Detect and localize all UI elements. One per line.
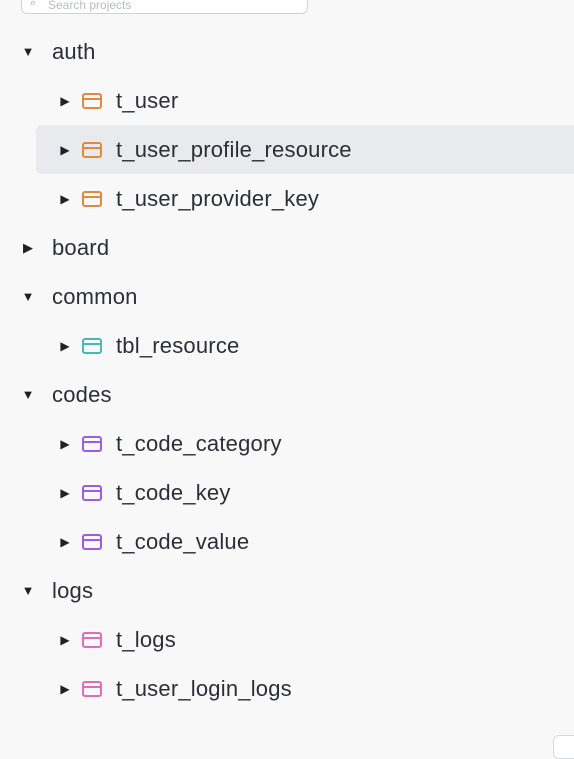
search-placeholder: Search projects xyxy=(48,0,132,12)
schema-label: logs xyxy=(52,577,94,603)
table-icon xyxy=(82,337,102,354)
schema-row-common[interactable]: ▼ common xyxy=(0,272,574,321)
search-icon: ⌕ xyxy=(30,0,37,9)
table-icon xyxy=(82,631,102,648)
table-row[interactable]: ▶ t_user xyxy=(0,76,574,125)
table-icon xyxy=(82,92,102,109)
panel-corner-button[interactable] xyxy=(553,735,574,759)
caret-right-icon[interactable]: ▶ xyxy=(60,534,70,549)
table-row[interactable]: ▶ t_code_category xyxy=(0,419,574,468)
caret-right-icon[interactable]: ▶ xyxy=(23,239,33,255)
caret-down-icon[interactable]: ▼ xyxy=(21,387,35,402)
schema-label: auth xyxy=(52,38,96,64)
caret-right-icon[interactable]: ▶ xyxy=(60,436,70,451)
table-label: t_user xyxy=(116,87,179,113)
table-icon xyxy=(82,533,102,550)
caret-right-icon[interactable]: ▶ xyxy=(60,93,70,108)
schema-row-board[interactable]: ▶ board xyxy=(0,223,574,272)
table-row[interactable]: ▶ t_user_login_logs xyxy=(0,664,574,713)
caret-right-icon[interactable]: ▶ xyxy=(60,632,70,647)
caret-right-icon[interactable]: ▶ xyxy=(60,338,70,353)
table-label: t_code_category xyxy=(116,430,282,456)
caret-right-icon[interactable]: ▶ xyxy=(60,142,70,157)
schema-group-codes: ▼ codes ▶ t_code_category ▶ t_code_key ▶… xyxy=(0,370,574,566)
caret-right-icon[interactable]: ▶ xyxy=(60,485,70,500)
table-row-selected[interactable]: ▶ t_user_profile_resource xyxy=(36,125,574,174)
schema-row-codes[interactable]: ▼ codes xyxy=(0,370,574,419)
schema-tree: ▼ auth ▶ t_user ▶ t_user_profile_resourc… xyxy=(0,27,574,713)
table-row[interactable]: ▶ t_user_provider_key xyxy=(0,174,574,223)
schema-group-common: ▼ common ▶ tbl_resource xyxy=(0,272,574,370)
table-icon xyxy=(82,680,102,697)
table-label: t_logs xyxy=(116,626,176,652)
search-input[interactable]: ⌕ Search projects xyxy=(21,0,308,14)
table-row[interactable]: ▶ t_code_key xyxy=(0,468,574,517)
table-label: t_code_key xyxy=(116,479,231,505)
schema-group-auth: ▼ auth ▶ t_user ▶ t_user_profile_resourc… xyxy=(0,27,574,223)
table-row[interactable]: ▶ t_logs xyxy=(0,615,574,664)
caret-down-icon[interactable]: ▼ xyxy=(21,44,35,59)
table-icon xyxy=(82,435,102,452)
caret-right-icon[interactable]: ▶ xyxy=(60,191,70,206)
table-label: t_user_provider_key xyxy=(116,185,320,211)
schema-group-board: ▶ board xyxy=(0,223,574,272)
table-label: t_code_value xyxy=(116,528,250,554)
table-label: tbl_resource xyxy=(116,332,240,358)
table-row[interactable]: ▶ tbl_resource xyxy=(0,321,574,370)
table-label: t_user_login_logs xyxy=(116,675,292,701)
table-label: t_user_profile_resource xyxy=(116,136,352,162)
caret-down-icon[interactable]: ▼ xyxy=(21,289,35,304)
schema-label: codes xyxy=(52,381,112,407)
table-row[interactable]: ▶ t_code_value xyxy=(0,517,574,566)
caret-right-icon[interactable]: ▶ xyxy=(60,681,70,696)
schema-group-logs: ▼ logs ▶ t_logs ▶ t_user_login_logs xyxy=(0,566,574,713)
schema-label: board xyxy=(52,234,110,260)
table-icon xyxy=(82,484,102,501)
schema-row-auth[interactable]: ▼ auth xyxy=(0,27,574,76)
table-icon xyxy=(82,190,102,207)
schema-row-logs[interactable]: ▼ logs xyxy=(0,566,574,615)
schema-label: common xyxy=(52,283,138,309)
caret-down-icon[interactable]: ▼ xyxy=(21,583,35,598)
table-icon xyxy=(82,141,102,158)
